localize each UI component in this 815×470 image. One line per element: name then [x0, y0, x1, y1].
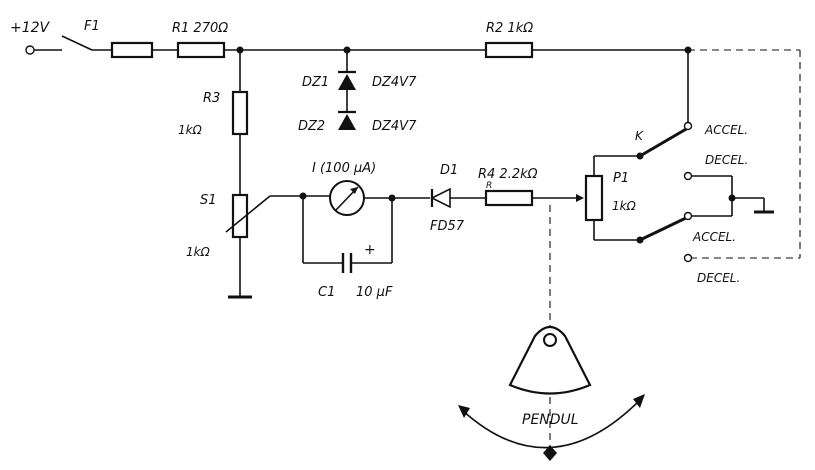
r3-name: R3 [203, 91, 220, 106]
pendulum-pivot [543, 333, 557, 347]
supply-terminal [25, 45, 35, 55]
accel-top-label: ACCEL. [704, 123, 748, 137]
c1-value: 10 μF [356, 285, 393, 300]
relay-blade-bottom [639, 215, 689, 242]
supply-label: +12V [10, 20, 51, 36]
d1-name: D1 [440, 163, 458, 178]
s1-name: S1 [200, 193, 217, 208]
c1-name: C1 [318, 285, 335, 300]
contact-decel-bottom [683, 253, 693, 263]
pendulum-label: PENDUL [522, 412, 579, 428]
swing-arrow-left [458, 405, 470, 418]
s1-wiper [225, 195, 271, 233]
meter-needle-arrow [350, 187, 358, 194]
r1-label: R1 270Ω [172, 21, 228, 36]
r3-value: 1kΩ [178, 123, 203, 137]
decel-top-label: DECEL. [705, 153, 748, 167]
meter-label: I (100 μA) [312, 161, 376, 176]
c1-polarity: + [364, 242, 376, 258]
zener-dz2 [338, 114, 356, 130]
swing-arrow-right [633, 394, 645, 408]
contact-accel-top [683, 121, 693, 131]
r2-label: R2 1kΩ [486, 21, 533, 36]
fuse-label: F1 [84, 19, 100, 34]
p1-name: P1 [613, 171, 629, 186]
zener-dz1 [338, 74, 356, 90]
dz2-label: DZ2 [298, 119, 325, 134]
dz2-type: DZ4V7 [372, 119, 417, 134]
p1-wiper-arrow [576, 194, 584, 202]
resistor-r2 [484, 41, 534, 59]
resistor-r3 [231, 90, 249, 136]
fuse-body [110, 41, 154, 59]
dz1-type: DZ4V7 [372, 75, 417, 90]
d1-type: FD57 [430, 219, 465, 234]
resistor-r4 [484, 189, 534, 207]
p1-value: 1kΩ [612, 199, 637, 213]
s1-value: 1kΩ [186, 245, 211, 259]
relay-blade-top [639, 126, 689, 158]
r4-mark: R [486, 181, 492, 191]
potentiometer-p1 [584, 174, 604, 222]
switch-f1-blade [61, 35, 93, 51]
relay-label: K [635, 129, 644, 143]
r4-label: R4 2.2kΩ [478, 167, 538, 182]
resistor-r1 [176, 41, 226, 59]
decel-bottom-label: DECEL. [697, 271, 740, 285]
dz1-label: DZ1 [302, 75, 329, 90]
pendulum-body [508, 325, 592, 395]
accel-bottom-label: ACCEL. [692, 230, 736, 244]
contact-accel-bottom [683, 211, 693, 221]
diode-d1 [430, 187, 451, 209]
contact-decel-top [683, 171, 693, 181]
pendulum-tip [543, 445, 557, 461]
